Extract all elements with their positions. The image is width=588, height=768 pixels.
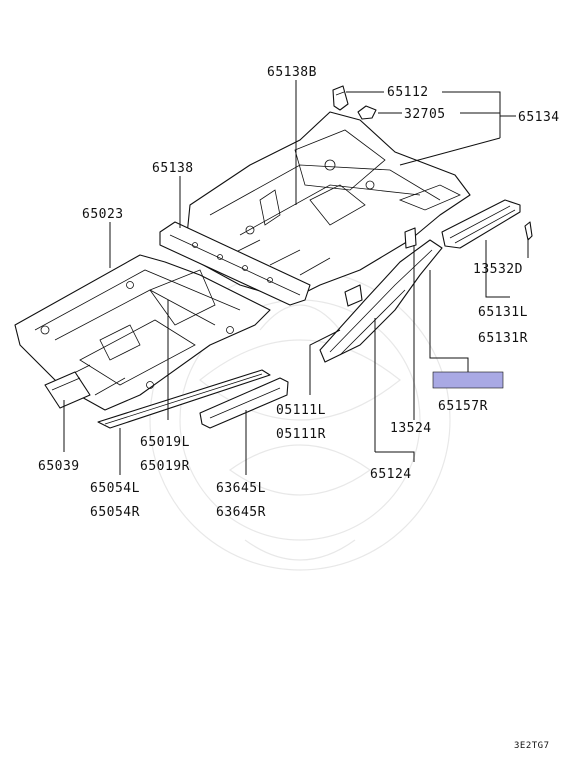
part-labels: 65138B 65112 32705 65134 65138 65023 135… — [38, 65, 560, 520]
label-13532d: 13532D — [473, 262, 523, 277]
label-65054l: 65054L — [90, 481, 140, 496]
label-65131l: 65131L — [478, 305, 528, 320]
label-65112: 65112 — [387, 85, 429, 100]
diagram-code: 3E2TG7 — [514, 741, 550, 751]
label-05111r: 05111R — [276, 427, 326, 442]
label-63645r: 63645R — [216, 505, 266, 520]
label-65019l: 65019L — [140, 435, 190, 450]
reinforcement-63645-part — [199, 377, 289, 429]
label-65157r: 65157R — [438, 399, 488, 414]
label-32705: 32705 — [404, 107, 446, 122]
label-65138: 65138 — [152, 161, 194, 176]
label-63645l: 63645L — [216, 481, 266, 496]
rear-side-member-part — [441, 199, 533, 249]
label-65134: 65134 — [518, 110, 560, 125]
label-65039: 65039 — [38, 459, 80, 474]
label-65023: 65023 — [82, 207, 124, 222]
label-65138b: 65138B — [267, 65, 317, 80]
highlighted-part-65157r[interactable] — [432, 371, 504, 389]
label-65131r: 65131R — [478, 331, 528, 346]
side-sill-part — [319, 227, 443, 363]
bracket-65112-part — [332, 85, 349, 111]
label-05111l: 05111L — [276, 403, 326, 418]
rear-crossmember-part — [159, 221, 311, 306]
front-bracket-65039-part — [44, 371, 91, 409]
label-65124: 65124 — [370, 467, 412, 482]
label-13524: 13524 — [390, 421, 432, 436]
sill-member-65054-part — [97, 369, 271, 429]
label-65019r: 65019R — [140, 459, 190, 474]
label-65054r: 65054R — [90, 505, 140, 520]
clip-32705-part — [357, 105, 377, 120]
leader-lines — [63, 80, 529, 475]
